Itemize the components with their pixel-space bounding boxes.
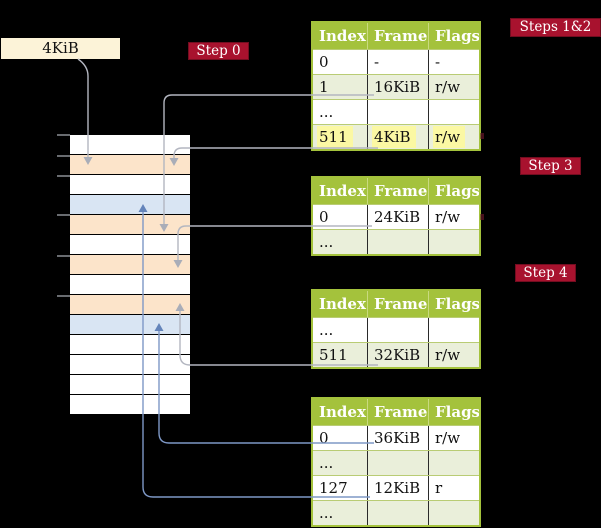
memory-frame-6-free	[70, 235, 190, 255]
table-cell: r/w	[428, 75, 479, 99]
table-row: ...	[313, 229, 479, 254]
column-header-flags: Flags	[428, 399, 479, 425]
step-3-badge: Step 3	[520, 157, 581, 175]
table-cell	[367, 318, 428, 342]
column-header-flags: Flags	[428, 23, 479, 49]
table-row: ...	[313, 317, 479, 342]
table-cell	[367, 501, 428, 525]
memory-frame-11-free	[70, 335, 190, 355]
table-cell: -	[367, 50, 428, 74]
table-cell	[428, 100, 479, 124]
table-cell: -	[428, 50, 479, 74]
physical-memory-column	[70, 135, 190, 415]
table-cell: ...	[319, 454, 334, 472]
table-cell: 36KiB	[367, 426, 428, 450]
table-cell: 511	[319, 346, 348, 364]
table-cell: r/w	[428, 125, 479, 149]
table-cell: 511	[313, 125, 367, 149]
table-cell: 4KiB	[367, 125, 428, 149]
table-cell	[428, 318, 479, 342]
column-header-frame: Frame	[367, 399, 428, 425]
table-cell	[428, 451, 479, 475]
steps-1-2-badge: Steps 1&2	[510, 18, 601, 37]
table-cell: ...	[319, 233, 334, 251]
column-header-flags: Flags	[428, 178, 479, 204]
table-row: ...	[313, 99, 479, 124]
table-cell: 16KiB	[367, 75, 428, 99]
memory-frame-13-free	[70, 375, 190, 395]
table-cell	[428, 230, 479, 254]
table-cell: ...	[319, 321, 334, 339]
memory-frame-3-free	[70, 175, 190, 195]
column-header-index: Index	[319, 27, 366, 45]
memory-frame-12-free	[70, 355, 190, 375]
table-cell: 0	[319, 208, 329, 226]
table-row: 511 4KiB r/w	[313, 124, 479, 149]
memory-frame-7-table	[70, 255, 190, 275]
column-header-frame: Frame	[367, 178, 428, 204]
column-header-flags: Flags	[428, 291, 479, 317]
column-header-index: Index	[319, 182, 366, 200]
table-cell: 0	[319, 53, 329, 71]
memory-frame-14-free	[70, 395, 190, 415]
step-0-badge: Step 0	[188, 42, 249, 60]
table-cell: r/w	[428, 205, 479, 229]
table-cell: 0	[319, 429, 329, 447]
highlighted-value: 4KiB	[372, 126, 416, 148]
memory-frame-1-free	[70, 135, 190, 155]
frame-size-box: 4KiB	[1, 38, 120, 59]
table-cell: 127	[319, 479, 348, 497]
step-4-badge: Step 4	[515, 264, 576, 282]
table-cell: 1	[319, 78, 329, 96]
connector-stub	[480, 214, 484, 220]
table-cell: r/w	[428, 343, 479, 367]
table-cell	[367, 230, 428, 254]
memory-frame-8-free	[70, 275, 190, 295]
table-cell	[428, 501, 479, 525]
memory-frame-4-page	[70, 195, 190, 215]
highlighted-value: 511	[317, 126, 353, 148]
connector-stub	[480, 133, 484, 139]
table-cell	[367, 100, 428, 124]
table-cell	[367, 451, 428, 475]
table-row: ...	[313, 500, 479, 525]
table-cell: 32KiB	[367, 343, 428, 367]
column-header-index: Index	[319, 295, 366, 313]
column-header-frame: Frame	[367, 23, 428, 49]
table-cell: r	[428, 476, 479, 500]
memory-frame-10-page	[70, 315, 190, 335]
column-header-index: Index	[319, 403, 366, 421]
table-cell: 12KiB	[367, 476, 428, 500]
table-cell: ...	[319, 504, 334, 522]
table-cell: 24KiB	[367, 205, 428, 229]
table-row: 0 --	[313, 49, 479, 74]
memory-frame-5-table	[70, 215, 190, 235]
column-header-frame: Frame	[367, 291, 428, 317]
table-row: ...	[313, 450, 479, 475]
memory-frame-9-table	[70, 295, 190, 315]
highlighted-value: r/w	[433, 126, 466, 148]
memory-frame-2-table	[70, 155, 190, 175]
table-cell: r/w	[428, 426, 479, 450]
table-cell: ...	[319, 103, 334, 121]
